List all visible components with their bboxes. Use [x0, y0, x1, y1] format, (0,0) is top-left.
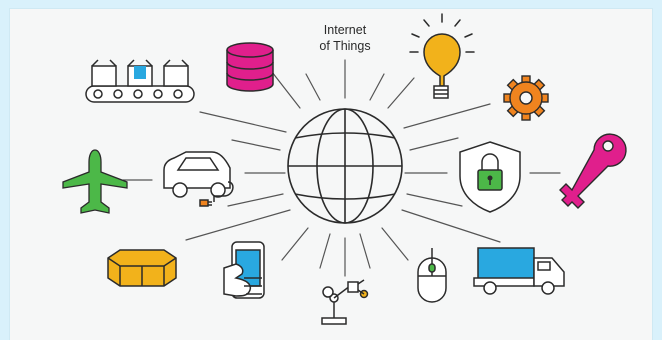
- light-bulb-icon: [409, 13, 475, 99]
- container-icon: [107, 249, 177, 287]
- computer-mouse-icon: [417, 248, 447, 303]
- delivery-truck-icon: [473, 247, 565, 295]
- connector-lines: [122, 59, 561, 277]
- diagram-title: Internet of Things: [300, 22, 390, 54]
- key-icon: [559, 133, 627, 209]
- airplane-icon: [62, 149, 128, 214]
- title-line-2: of Things: [319, 39, 371, 53]
- conveyor-belt-icon: [85, 59, 195, 103]
- electric-car-icon: [163, 151, 234, 207]
- title-line-1: Internet: [323, 23, 367, 37]
- shield-lock-icon: [459, 141, 521, 213]
- gear-icon: [503, 75, 549, 121]
- database-icon: [226, 42, 274, 92]
- globe-icon: [287, 108, 403, 224]
- smartphone-hand-icon: [223, 241, 265, 299]
- robot-arm-icon: [321, 279, 369, 325]
